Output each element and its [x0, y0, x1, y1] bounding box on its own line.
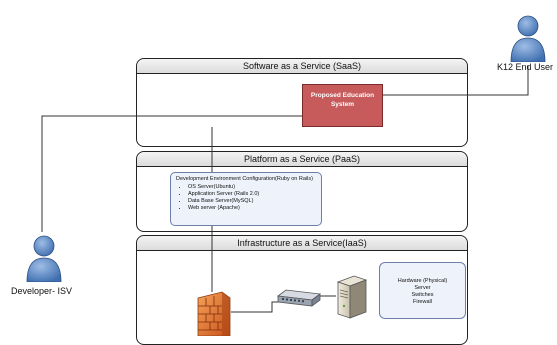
dev-environment-box: Development Environment Configuration(Ru… — [170, 172, 322, 226]
connector-lines-front — [136, 94, 468, 313]
system-box-line2: System — [330, 101, 355, 108]
hardware-line1: Hardware (Physical) — [397, 278, 448, 284]
hardware-line4: Firewall — [413, 299, 432, 305]
k12-end-user-label: K12 End User — [497, 62, 554, 72]
server-icon — [336, 275, 368, 319]
list-item: Application Server (Rails 2.0) — [188, 191, 316, 198]
list-item: OS Server(Ubuntu) — [188, 184, 316, 191]
list-item: Data Base Server(MySQL) — [188, 198, 316, 205]
list-item: Web server (Apache) — [188, 205, 316, 212]
hardware-line3: Switches — [411, 292, 434, 298]
paas-layer-title: Platform as a Service (PaaS) — [137, 152, 467, 167]
user-icon — [510, 15, 546, 62]
user-icon — [26, 235, 62, 282]
proposed-education-system-box: Proposed Education System — [302, 84, 383, 127]
firewall-icon — [197, 291, 231, 336]
hardware-line2: Server — [414, 285, 431, 291]
network-switch-icon — [276, 289, 322, 307]
hardware-box: Hardware (Physical) Server Switches Fire… — [379, 262, 466, 319]
system-box-line1: Proposed Education — [310, 92, 375, 99]
developer-isv-label: Developer- ISV — [11, 286, 73, 296]
iaas-layer-title: Infrastructure as a Service(IaaS) — [137, 236, 467, 251]
saas-layer: Software as a Service (SaaS) — [136, 58, 468, 147]
dev-environment-title: Development Environment Configuration(Ru… — [176, 176, 313, 182]
dev-environment-list: OS Server(Ubuntu) Application Server (Ra… — [176, 184, 316, 212]
saas-layer-title: Software as a Service (SaaS) — [137, 59, 467, 74]
